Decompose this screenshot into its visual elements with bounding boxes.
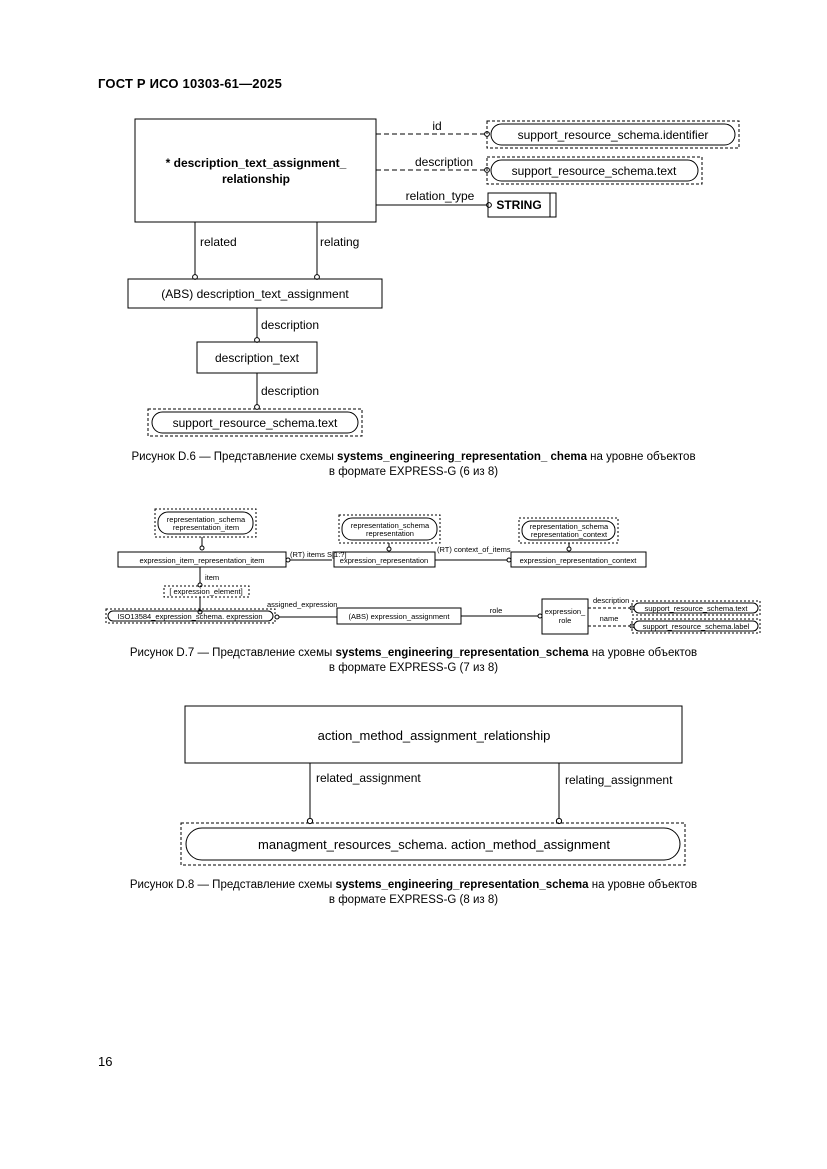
type-string [487,192,557,218]
ref-support-resource-schema-text [486,156,703,185]
entity-description-text-label: description_text [215,351,300,365]
attr-items-label: (RT) items S[1:?] [290,550,347,559]
entity-main-d8-label: action_method_assignment_relationship [318,728,551,743]
ref-rep-l1: representation_schema [351,521,430,530]
select-expr-element-label: [ expression_element] [169,587,242,596]
figure-d8-caption: Рисунок D.8 — Представление схемы system… [60,878,767,908]
type-string-label: STRING [496,198,541,212]
ref-text-d7-label: support_resource_schema.text [645,604,749,613]
caption-d7-schema: systems_engineering_representation_schem… [335,647,589,659]
figure-d7-caption: Рисунок D.7 — Представление схемы system… [60,646,767,676]
entity-action-method-assignment-relationship [184,705,683,764]
figure-d8 [180,705,686,866]
caption-d6-line2: в формате EXPRESS-G (6 из 8) [328,466,499,478]
attr-related-label: related [200,235,237,249]
ref-support-resource-schema-identifier [486,120,740,149]
abs-entity-label: (ABS) description_text_assignment [161,287,349,301]
ref-rep-ctx-l1: representation_schema [530,522,609,531]
figure-d6-caption: Рисунок D.6 — Представление схемы system… [60,450,767,480]
attr-context-label: (RT) context_of_items [437,545,511,554]
figure-d6 [127,118,740,437]
figure-d7-labels: representation_schema representation_ite… [117,515,749,631]
attr-description-label: description [415,155,473,169]
entity-description-text-assignment-relationship [134,118,377,223]
ref-rep-item-l1: representation_schema [167,515,246,524]
entity-expr-item-rep-item-label: expression_item_representation_item [139,556,264,565]
attr-relating-assignment-label: relating_assignment [565,773,673,787]
attr-relating-label: relating [320,235,359,249]
ref-entity-d8-label: managment_resources_schema. action_metho… [258,837,610,852]
attr-related-assignment-label: related_assignment [316,771,421,785]
entity-expr-rep-ctx-label: expression_representation_context [520,556,638,565]
entity-expression-role [541,598,589,635]
entity-expr-role-l1: expression_ [545,607,586,616]
attr-name-d7-label: name [600,614,619,623]
attr-relation-type-label: relation_type [406,189,475,203]
caption-d7-prefix: Рисунок D.7 — Представление схемы [129,647,336,659]
ref-managment-resources-action-method-assignment [180,822,686,866]
ref-rep-ctx-l2: representation_context [531,530,608,539]
entity-abs-description-text-assignment [127,278,383,309]
ref-support-resource-schema-text-d7 [631,600,761,616]
ref-text-label: support_resource_schema.text [512,164,677,178]
document-header: ГОСТ Р ИСО 10303-61—2025 [98,76,283,91]
ref-representation-item [154,508,257,538]
ref-text-bottom-label: support_resource_schema.text [173,416,338,430]
caption-d8-prefix: Рисунок D.8 — Представление схемы [129,879,336,891]
ref-label-d7-label: support_resource_schema.label [643,622,750,631]
figure-d7 [105,508,761,635]
caption-d7-suffix: на уровне объектов [588,647,698,659]
entity-expr-rep-label: expression_representation [340,556,428,565]
ref-identifier-label: support_resource_schema.identifier [518,128,709,142]
caption-d7-line2: в формате EXPRESS-G (7 из 8) [328,662,499,674]
ref-iso-expression-label: ISO13584_expression_schema. expression [117,612,262,621]
caption-d6-suffix: на уровне объектов [586,451,696,463]
caption-d8-schema: systems_engineering_representation_schem… [335,879,589,891]
ref-rep-l2: representation [366,529,414,538]
entity-name-line1: * description_text_assignment_ [166,156,347,170]
figure-d8-labels: action_method_assignment_relationship re… [258,728,673,852]
page-number: 16 [98,1054,113,1069]
entity-expr-role-l2: role [559,616,572,625]
entity-name-line2: relationship [222,172,290,186]
figure-d6-labels: * description_text_assignment_ relations… [161,119,708,430]
caption-d6-prefix: Рисунок D.6 — Представление схемы [131,451,338,463]
ref-rep-item-l2: representation_item [173,523,239,532]
ref-support-resource-schema-label-d7 [631,618,761,634]
attr-item-label: item [205,573,219,582]
attr-description-d7-label: description [593,596,629,605]
attr-description-2-label: description [261,318,319,332]
caption-d8-suffix: на уровне объектов [588,879,698,891]
ref-support-resource-schema-text-bottom [147,408,363,437]
abs-expr-assignment-label: (ABS) expression_assignment [349,612,451,621]
attr-id-label: id [432,119,441,133]
attr-assigned-expression-label: assigned_expression [267,600,337,609]
caption-d8-line2: в формате EXPRESS-G (8 из 8) [328,894,499,906]
attr-role-label: role [490,606,503,615]
ref-representation [338,514,441,544]
caption-d6-schema: systems_engineering_representation_ chem… [337,451,587,463]
attr-description-3-label: description [261,384,319,398]
